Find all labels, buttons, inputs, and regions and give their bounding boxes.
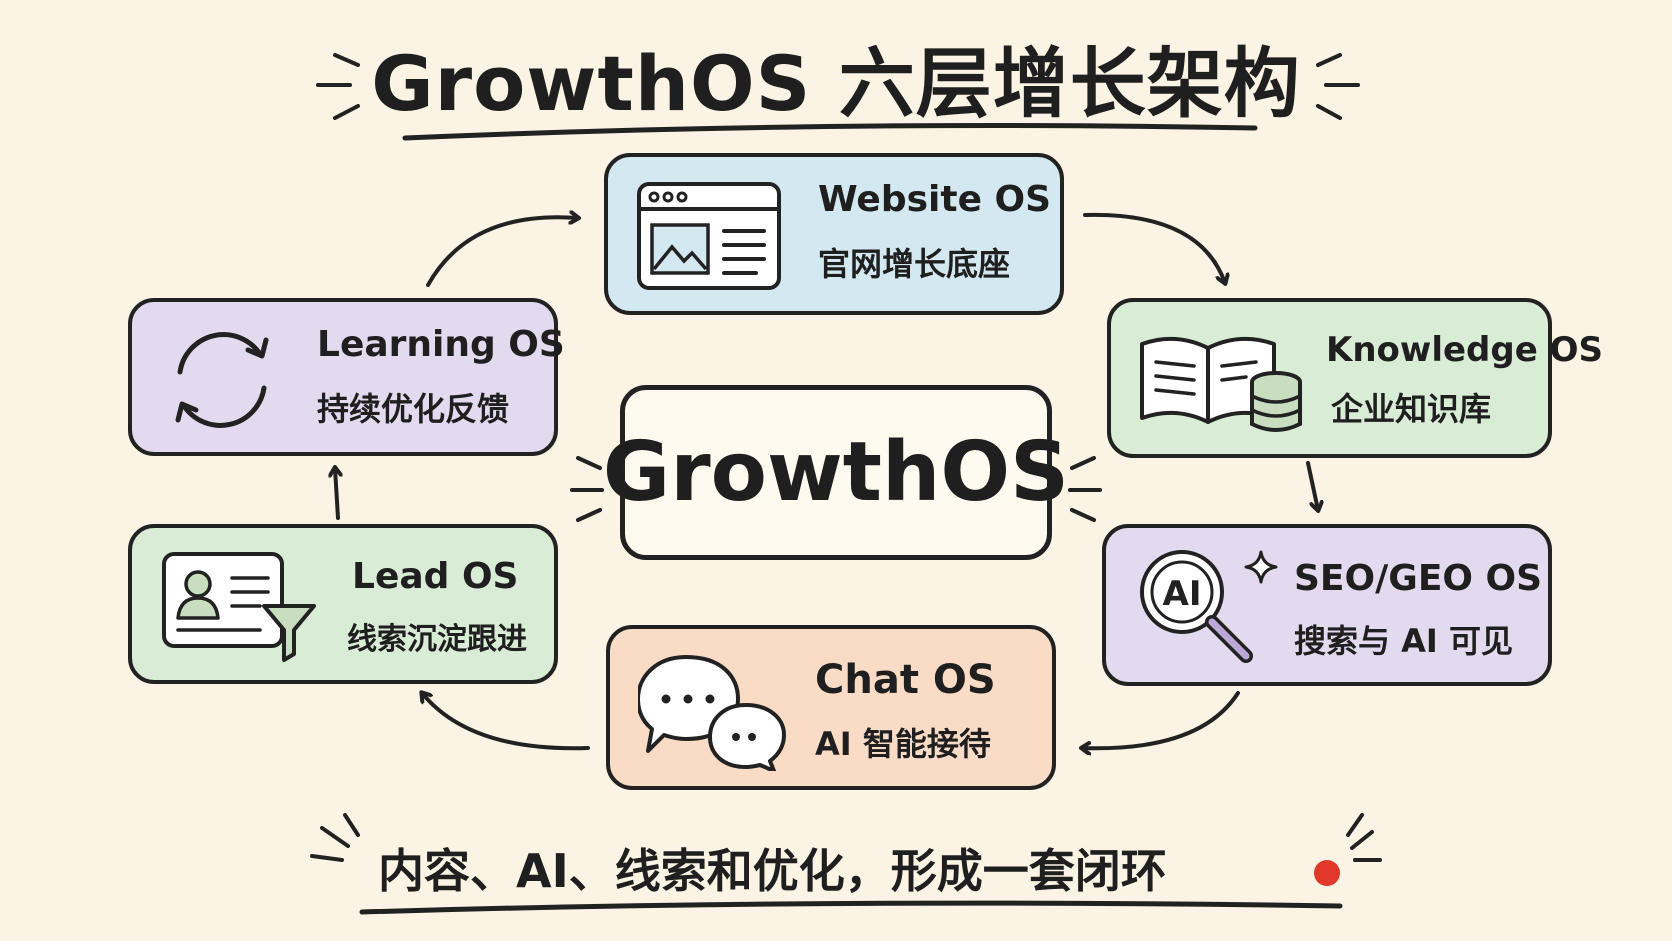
footer-dashes-left	[310, 813, 360, 862]
arrow-seo-to-chat	[1082, 691, 1240, 748]
footer-dashes-right	[1346, 813, 1382, 862]
arrow-website-to-knowledge	[1083, 212, 1225, 283]
knowledge-os-title: Knowledge OS	[1326, 330, 1603, 370]
node-knowledge-os: Knowledge OS 企业知识库	[1107, 298, 1603, 458]
website-os-desc: 官网增长底座	[818, 245, 1011, 283]
footer-tagline: 内容、AI、线索和优化，形成一套闭环	[378, 844, 1167, 898]
knowledge-os-desc: 企业知识库	[1331, 390, 1492, 428]
arrow-lead-to-learning	[335, 468, 338, 520]
seo-geo-os-title: SEO/GEO OS	[1294, 558, 1543, 599]
arrow-knowledge-to-seo	[1306, 461, 1318, 510]
center-dashes-left	[570, 456, 604, 522]
ai-icon-text: AI	[1163, 574, 1202, 614]
center-growthos: GrowthOS	[603, 385, 1069, 560]
node-learning-os: Learning OS 持续优化反馈	[128, 298, 565, 456]
learning-os-desc: 持续优化反馈	[317, 390, 510, 428]
seo-geo-os-desc: 搜索与 AI 可见	[1294, 622, 1513, 660]
lead-os-title: Lead OS	[352, 556, 519, 597]
arrow-learning-to-website	[426, 217, 578, 287]
node-lead-os: Lead OS 线索沉淀跟进	[128, 524, 558, 684]
book-database-icon	[1140, 336, 1302, 432]
chat-bubbles-icon	[638, 655, 786, 771]
browser-window-icon	[637, 182, 781, 290]
sparkle-icon	[1244, 550, 1278, 584]
arrow-chat-to-lead	[422, 693, 590, 751]
contact-card-funnel-icon	[162, 552, 316, 662]
lead-os-desc: 线索沉淀跟进	[347, 622, 527, 657]
footer-underline	[359, 900, 1343, 915]
chat-os-desc: AI 智能接待	[815, 725, 991, 763]
accent-dot	[1314, 860, 1340, 886]
website-os-title: Website OS	[818, 179, 1052, 220]
center-dashes-right	[1068, 456, 1102, 522]
page-title: GrowthOS 六层增长架构	[371, 39, 1301, 128]
node-website-os: Website OS 官网增长底座	[604, 153, 1064, 315]
learning-os-title: Learning OS	[317, 324, 565, 365]
node-seo-geo-os: AI SEO/GEO OS 搜索与 AI 可见	[1102, 524, 1552, 686]
ai-magnifier-icon: AI	[1140, 550, 1253, 663]
refresh-cycle-icon	[175, 332, 269, 428]
node-chat-os: Chat OS AI 智能接待	[606, 625, 1056, 790]
chat-os-title: Chat OS	[815, 657, 996, 703]
